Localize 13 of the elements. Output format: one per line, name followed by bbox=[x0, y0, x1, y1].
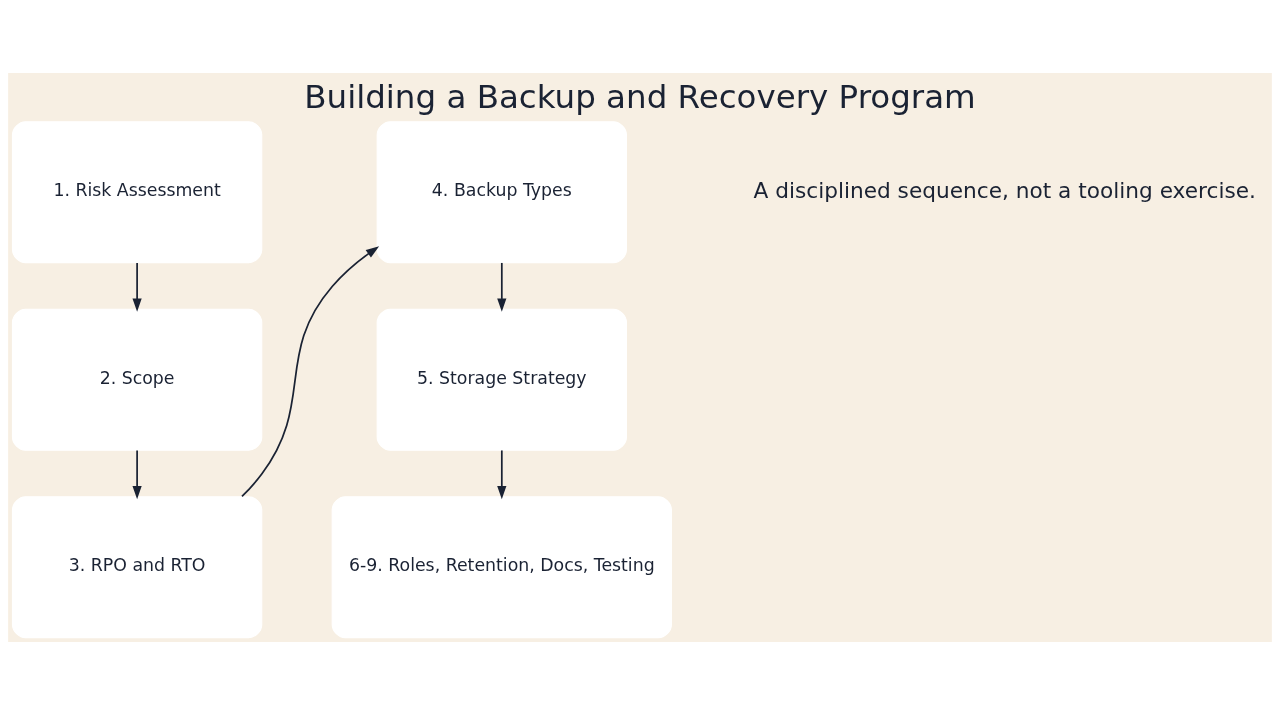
node-box: 3. RPO and RTO bbox=[11, 495, 263, 638]
node-box: 5. Storage Strategy bbox=[376, 308, 627, 451]
caption: A disciplined sequence, not a tooling exercise. bbox=[753, 177, 1256, 203]
arrow bbox=[497, 261, 507, 312]
arrow bbox=[132, 261, 142, 312]
node-box: 4. Backup Types bbox=[376, 120, 627, 263]
arrow bbox=[132, 449, 142, 499]
node-box: 1. Risk Assessment bbox=[11, 120, 263, 263]
arrow bbox=[241, 245, 380, 497]
arrow bbox=[497, 449, 507, 499]
diagram-title: Building a Backup and Recovery Program bbox=[304, 77, 976, 116]
node-box: 6-9. Roles, Retention, Docs, Testing bbox=[331, 495, 672, 638]
node-box: 2. Scope bbox=[11, 308, 263, 451]
